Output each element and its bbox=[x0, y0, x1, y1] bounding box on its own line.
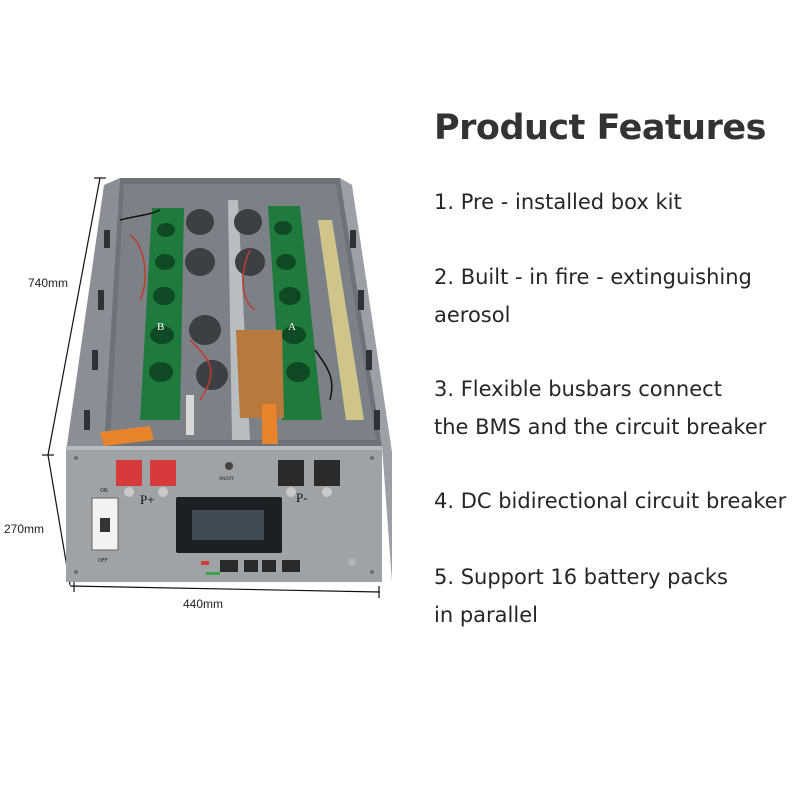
feature-5-line1: 5. Support 16 battery packs bbox=[434, 565, 728, 589]
positive-terminal-2 bbox=[150, 460, 176, 486]
feature-4: 4. DC bidirectional circuit breaker bbox=[434, 482, 786, 520]
depth-dimension: 740mm bbox=[28, 276, 69, 290]
negative-terminal-2 bbox=[314, 460, 340, 486]
breaker-off-label: OFF bbox=[98, 558, 108, 564]
battery-box-image: B A ON OFF P+ P- ON/OFF bbox=[42, 177, 392, 598]
feature-5: 5. Support 16 battery packs in parallel bbox=[434, 558, 728, 634]
feature-4-line1: 4. DC bidirectional circuit breaker bbox=[434, 489, 787, 513]
feature-2-line2: aerosol bbox=[434, 303, 511, 327]
height-dimension: 270mm bbox=[4, 522, 45, 536]
onoff-label: ON/OFF bbox=[219, 476, 235, 481]
positive-terminal-1 bbox=[116, 460, 142, 486]
module-a-label: A bbox=[288, 321, 296, 333]
cell-pack-a bbox=[236, 330, 284, 418]
feature-3-line1: 3. Flexible busbars connect bbox=[434, 377, 722, 401]
feature-2-line1: 2. Built - in fire - extinguishing bbox=[434, 265, 752, 289]
feature-3: 3. Flexible busbars connect the BMS and … bbox=[434, 370, 766, 446]
width-dimension: 440mm bbox=[183, 597, 224, 611]
feature-1: 1. Pre - installed box kit bbox=[434, 183, 682, 221]
negative-label: P- bbox=[296, 490, 308, 505]
negative-terminal-1 bbox=[278, 460, 304, 486]
feature-2: 2. Built - in fire - extinguishing aeros… bbox=[434, 258, 752, 334]
product-features-title: Product Features bbox=[434, 108, 766, 148]
feature-5-line2: in parallel bbox=[434, 603, 538, 627]
breaker-on-label: ON bbox=[100, 488, 108, 494]
module-b-label: B bbox=[157, 321, 164, 333]
power-switch bbox=[225, 462, 233, 470]
feature-1-line1: 1. Pre - installed box kit bbox=[434, 190, 682, 214]
feature-3-line2: the BMS and the circuit breaker bbox=[434, 415, 767, 439]
ribbon-cable bbox=[318, 220, 364, 420]
positive-label: P+ bbox=[140, 492, 155, 507]
